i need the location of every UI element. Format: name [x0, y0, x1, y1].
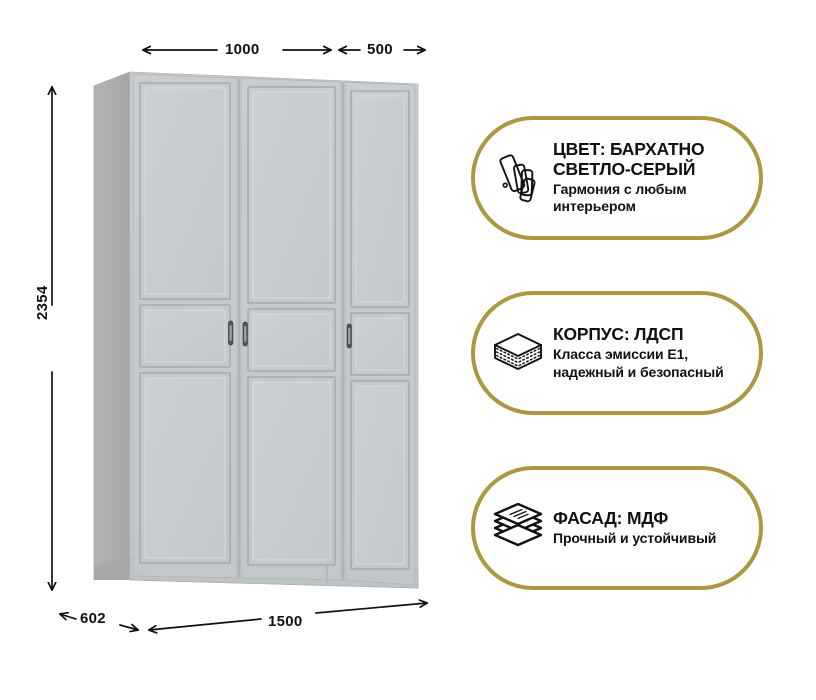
door-left-panel-upper-outer — [139, 82, 231, 300]
badge-body-subtitle: Класса эмиссии E1, надежный и безопасный — [553, 346, 724, 380]
dimension-label-top-width: 1000 — [225, 41, 260, 58]
door-left-panel-upper-inner — [144, 87, 226, 295]
badge-facade[interactable]: ФАСАД: МДФ Прочный и устойчивый — [471, 466, 763, 590]
badge-facade-text: ФАСАД: МДФ Прочный и устойчивый — [547, 507, 743, 548]
cabinet-plinth-shadow — [94, 558, 130, 580]
badge-color[interactable]: ЦВЕТ: БАРХАТНО СВЕТЛО-СЕРЫЙ Гармония с л… — [471, 116, 763, 240]
dim-bottom-width-line — [149, 618, 262, 630]
dim-bottom-depth-line-b — [119, 625, 138, 630]
badge-body-text: КОРПУС: ЛДСП Класса эмиссии E1, надежный… — [547, 323, 743, 381]
wardrobe-drawing — [0, 0, 460, 700]
door-middle-panel-upper-inner — [252, 91, 331, 299]
door-middle-panel-lower-inner — [252, 381, 331, 561]
product-illustration: 1000 500 2354 602 1500 — [0, 0, 460, 700]
dim-bottom-width-line-b — [315, 603, 427, 614]
color-swatch-fan-icon — [489, 149, 547, 207]
dimension-label-height: 2354 — [34, 285, 51, 320]
door-middle-panel-middle-inner — [252, 313, 331, 367]
door-right-handle[interactable] — [346, 323, 352, 349]
door-left[interactable] — [132, 73, 238, 579]
dimension-lines — [52, 50, 427, 630]
particle-board-slab-icon — [489, 324, 547, 382]
dimension-label-top-depth: 500 — [367, 41, 393, 58]
dimension-label-bottom-width: 1500 — [268, 613, 303, 630]
stacked-sheets-icon — [489, 499, 547, 557]
door-right[interactable] — [344, 81, 416, 586]
door-middle-handle[interactable] — [242, 321, 248, 347]
door-left-panel-lower-outer — [139, 372, 231, 564]
badge-facade-subtitle: Прочный и устойчивый — [553, 529, 717, 546]
door-middle-panel-lower-outer — [247, 376, 336, 566]
badge-color-title: ЦВЕТ: БАРХАТНО СВЕТЛО-СЕРЫЙ — [553, 139, 705, 179]
door-left-handle[interactable] — [228, 320, 234, 346]
badge-body[interactable]: КОРПУС: ЛДСП Класса эмиссии E1, надежный… — [471, 291, 763, 415]
badge-body-title: КОРПУС: ЛДСП — [553, 323, 684, 344]
dim-bottom-depth-line — [60, 614, 77, 619]
door-right-panel-lower-inner — [355, 385, 405, 565]
feature-badge-list: ЦВЕТ: БАРХАТНО СВЕТЛО-СЕРЫЙ Гармония с л… — [466, 0, 816, 700]
door-left-panel-middle-inner — [144, 309, 226, 363]
door-right-panel-upper-inner — [355, 95, 405, 303]
door-middle-panel-middle-outer — [247, 308, 336, 372]
badge-color-text: ЦВЕТ: БАРХАТНО СВЕТЛО-СЕРЫЙ Гармония с л… — [547, 140, 743, 216]
door-right-panel-upper-outer — [350, 90, 410, 308]
badge-facade-title: ФАСАД: МДФ — [553, 507, 669, 528]
door-right-panel-lower-outer — [350, 380, 410, 570]
door-left-panel-lower-inner — [144, 377, 226, 559]
dimension-label-bottom-depth: 602 — [80, 610, 106, 627]
door-middle[interactable] — [240, 77, 342, 581]
badge-color-subtitle: Гармония с любым интерьером — [553, 180, 687, 215]
door-right-panel-middle-inner — [355, 317, 405, 371]
cabinet-left-side-panel — [93, 71, 131, 581]
door-middle-panel-upper-outer — [247, 86, 336, 304]
